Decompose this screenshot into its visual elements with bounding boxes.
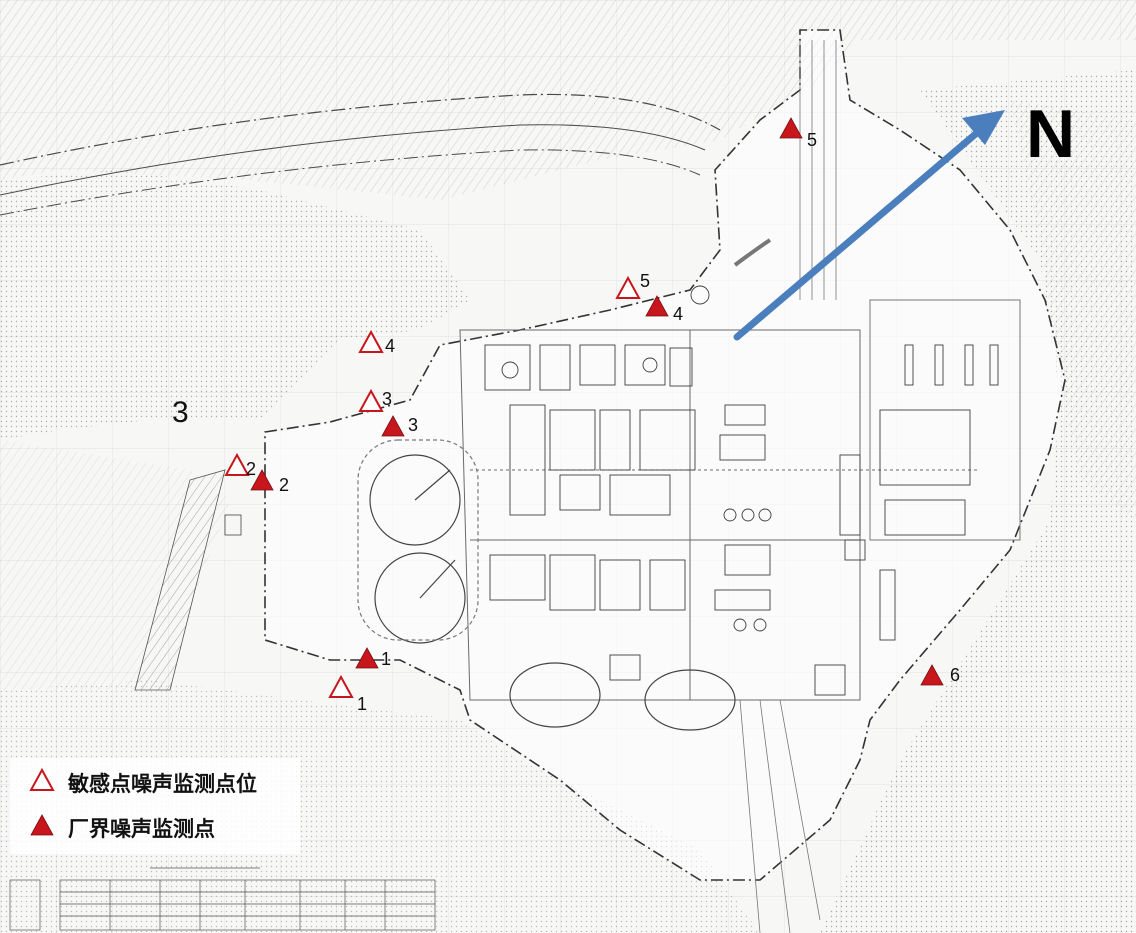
boundary-point-6-label: 6: [950, 665, 961, 685]
process-buildings: [484, 238, 999, 696]
sensitive-point-2-icon[interactable]: [224, 452, 250, 476]
boundary-point-4-label: 4: [673, 304, 684, 324]
boundary-point-2-icon[interactable]: [250, 469, 274, 491]
sensitive-point-1-icon[interactable]: [328, 674, 354, 698]
sensitive-point-4-icon[interactable]: [358, 329, 384, 353]
boundary-point-5-icon[interactable]: [779, 117, 803, 139]
boundary-point-3-label: 3: [408, 415, 419, 435]
site-boundary-line: [264, 29, 1066, 881]
boundary-point-4-icon[interactable]: [645, 295, 669, 317]
sensitive-point-1-label: 1: [357, 694, 368, 714]
sensitive-monitoring-points: [224, 275, 641, 698]
legend-sensitive-row: 敏感点噪声监测点位: [68, 768, 257, 798]
boundary-point-5-label: 5: [807, 130, 818, 150]
boundary-point-1-label: 1: [381, 649, 392, 669]
sensitive-point-3-icon[interactable]: [358, 388, 384, 412]
legend-boundary-label: 厂界噪声监测点: [68, 817, 215, 841]
area-label: 3: [172, 396, 189, 429]
boundary-point-2-label: 2: [279, 475, 290, 495]
sensitive-point-2-label: 2: [246, 459, 257, 479]
legend-panel-bg: [10, 758, 300, 854]
north-label: N: [1026, 96, 1076, 172]
legend-hollow-triangle-icon: [29, 767, 55, 791]
embankment-strip: [134, 469, 242, 691]
sensitive-point-3-label: 3: [382, 389, 393, 409]
boundary-point-1-icon[interactable]: [355, 647, 379, 669]
boundary-monitoring-points: [250, 117, 944, 686]
sensitive-point-4-label: 4: [385, 336, 396, 356]
sensitive-point-5-icon[interactable]: [615, 275, 641, 299]
legend-sensitive-label: 敏感点噪声监测点位: [68, 772, 257, 796]
boundary-point-3-icon[interactable]: [381, 415, 405, 437]
title-block-table: [9, 867, 436, 931]
north-arrow: [733, 110, 1005, 341]
sensitive-point-5-label: 5: [640, 271, 651, 291]
clarifier-tanks: [357, 439, 736, 731]
boundary-point-6-icon[interactable]: [920, 664, 944, 686]
legend-filled-triangle-icon: [30, 814, 54, 836]
canal-band: [0, 93, 721, 216]
legend-boundary-row: 厂界噪声监测点: [68, 813, 215, 843]
